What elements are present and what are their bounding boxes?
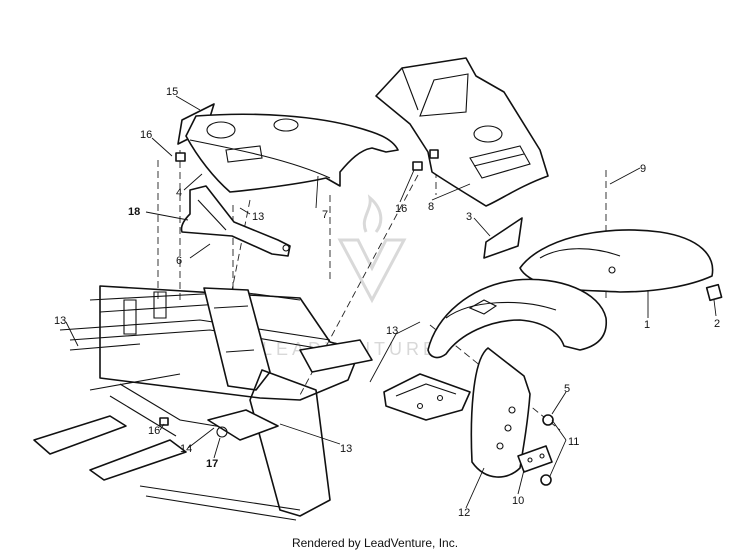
- render-credit: Rendered by LeadVenture, Inc.: [291, 536, 459, 550]
- chassis-frame: [33, 285, 373, 521]
- hood-part-7: [185, 113, 399, 193]
- callout-15: 15: [166, 86, 178, 98]
- callout-7: 7: [322, 209, 328, 221]
- bracket-part-10: [517, 445, 553, 473]
- fasteners-part-16: [159, 149, 439, 426]
- callout-3: 3: [466, 211, 472, 223]
- callout-6: 6: [176, 255, 182, 267]
- callout-leaders: [65, 95, 717, 509]
- callout-13-hood: 13: [252, 211, 264, 223]
- leadventure-watermark-logo: LEADVENTURE: [262, 194, 435, 359]
- callout-14: 14: [180, 443, 192, 455]
- decal-part-2: [705, 283, 723, 302]
- callout-9: 9: [640, 163, 646, 175]
- callout-5: 5: [564, 383, 570, 395]
- instrument-pod-part-8: [375, 57, 549, 207]
- callout-16-frame: 16: [148, 425, 160, 437]
- callout-13-lower: 13: [340, 443, 352, 455]
- mud-flap-part-12: [470, 347, 531, 478]
- mounting-plate: [383, 373, 471, 421]
- callout-13-frame: 13: [54, 315, 66, 327]
- callout-17: 17: [206, 458, 218, 470]
- callout-1: 1: [644, 319, 650, 331]
- callout-11: 11: [568, 436, 579, 448]
- callout-labels: 15 16 4 7 13 18 6 16 8 3 9 1 2 13 13 13 …: [54, 86, 720, 519]
- decal-part-3: [483, 217, 523, 259]
- callout-16-top: 16: [140, 129, 152, 141]
- callout-16-mid: 16: [395, 203, 407, 215]
- callout-10: 10: [512, 495, 524, 507]
- front-bracket-part-6: [180, 185, 291, 257]
- callout-18: 18: [128, 206, 140, 218]
- callout-12: 12: [458, 507, 470, 519]
- callout-4: 4: [176, 187, 182, 199]
- callout-2: 2: [714, 318, 720, 330]
- callout-13-fender: 13: [386, 325, 398, 337]
- callout-8: 8: [428, 201, 434, 213]
- nuts-part-5-11: [540, 414, 554, 486]
- fender-part-1-left: [427, 278, 607, 359]
